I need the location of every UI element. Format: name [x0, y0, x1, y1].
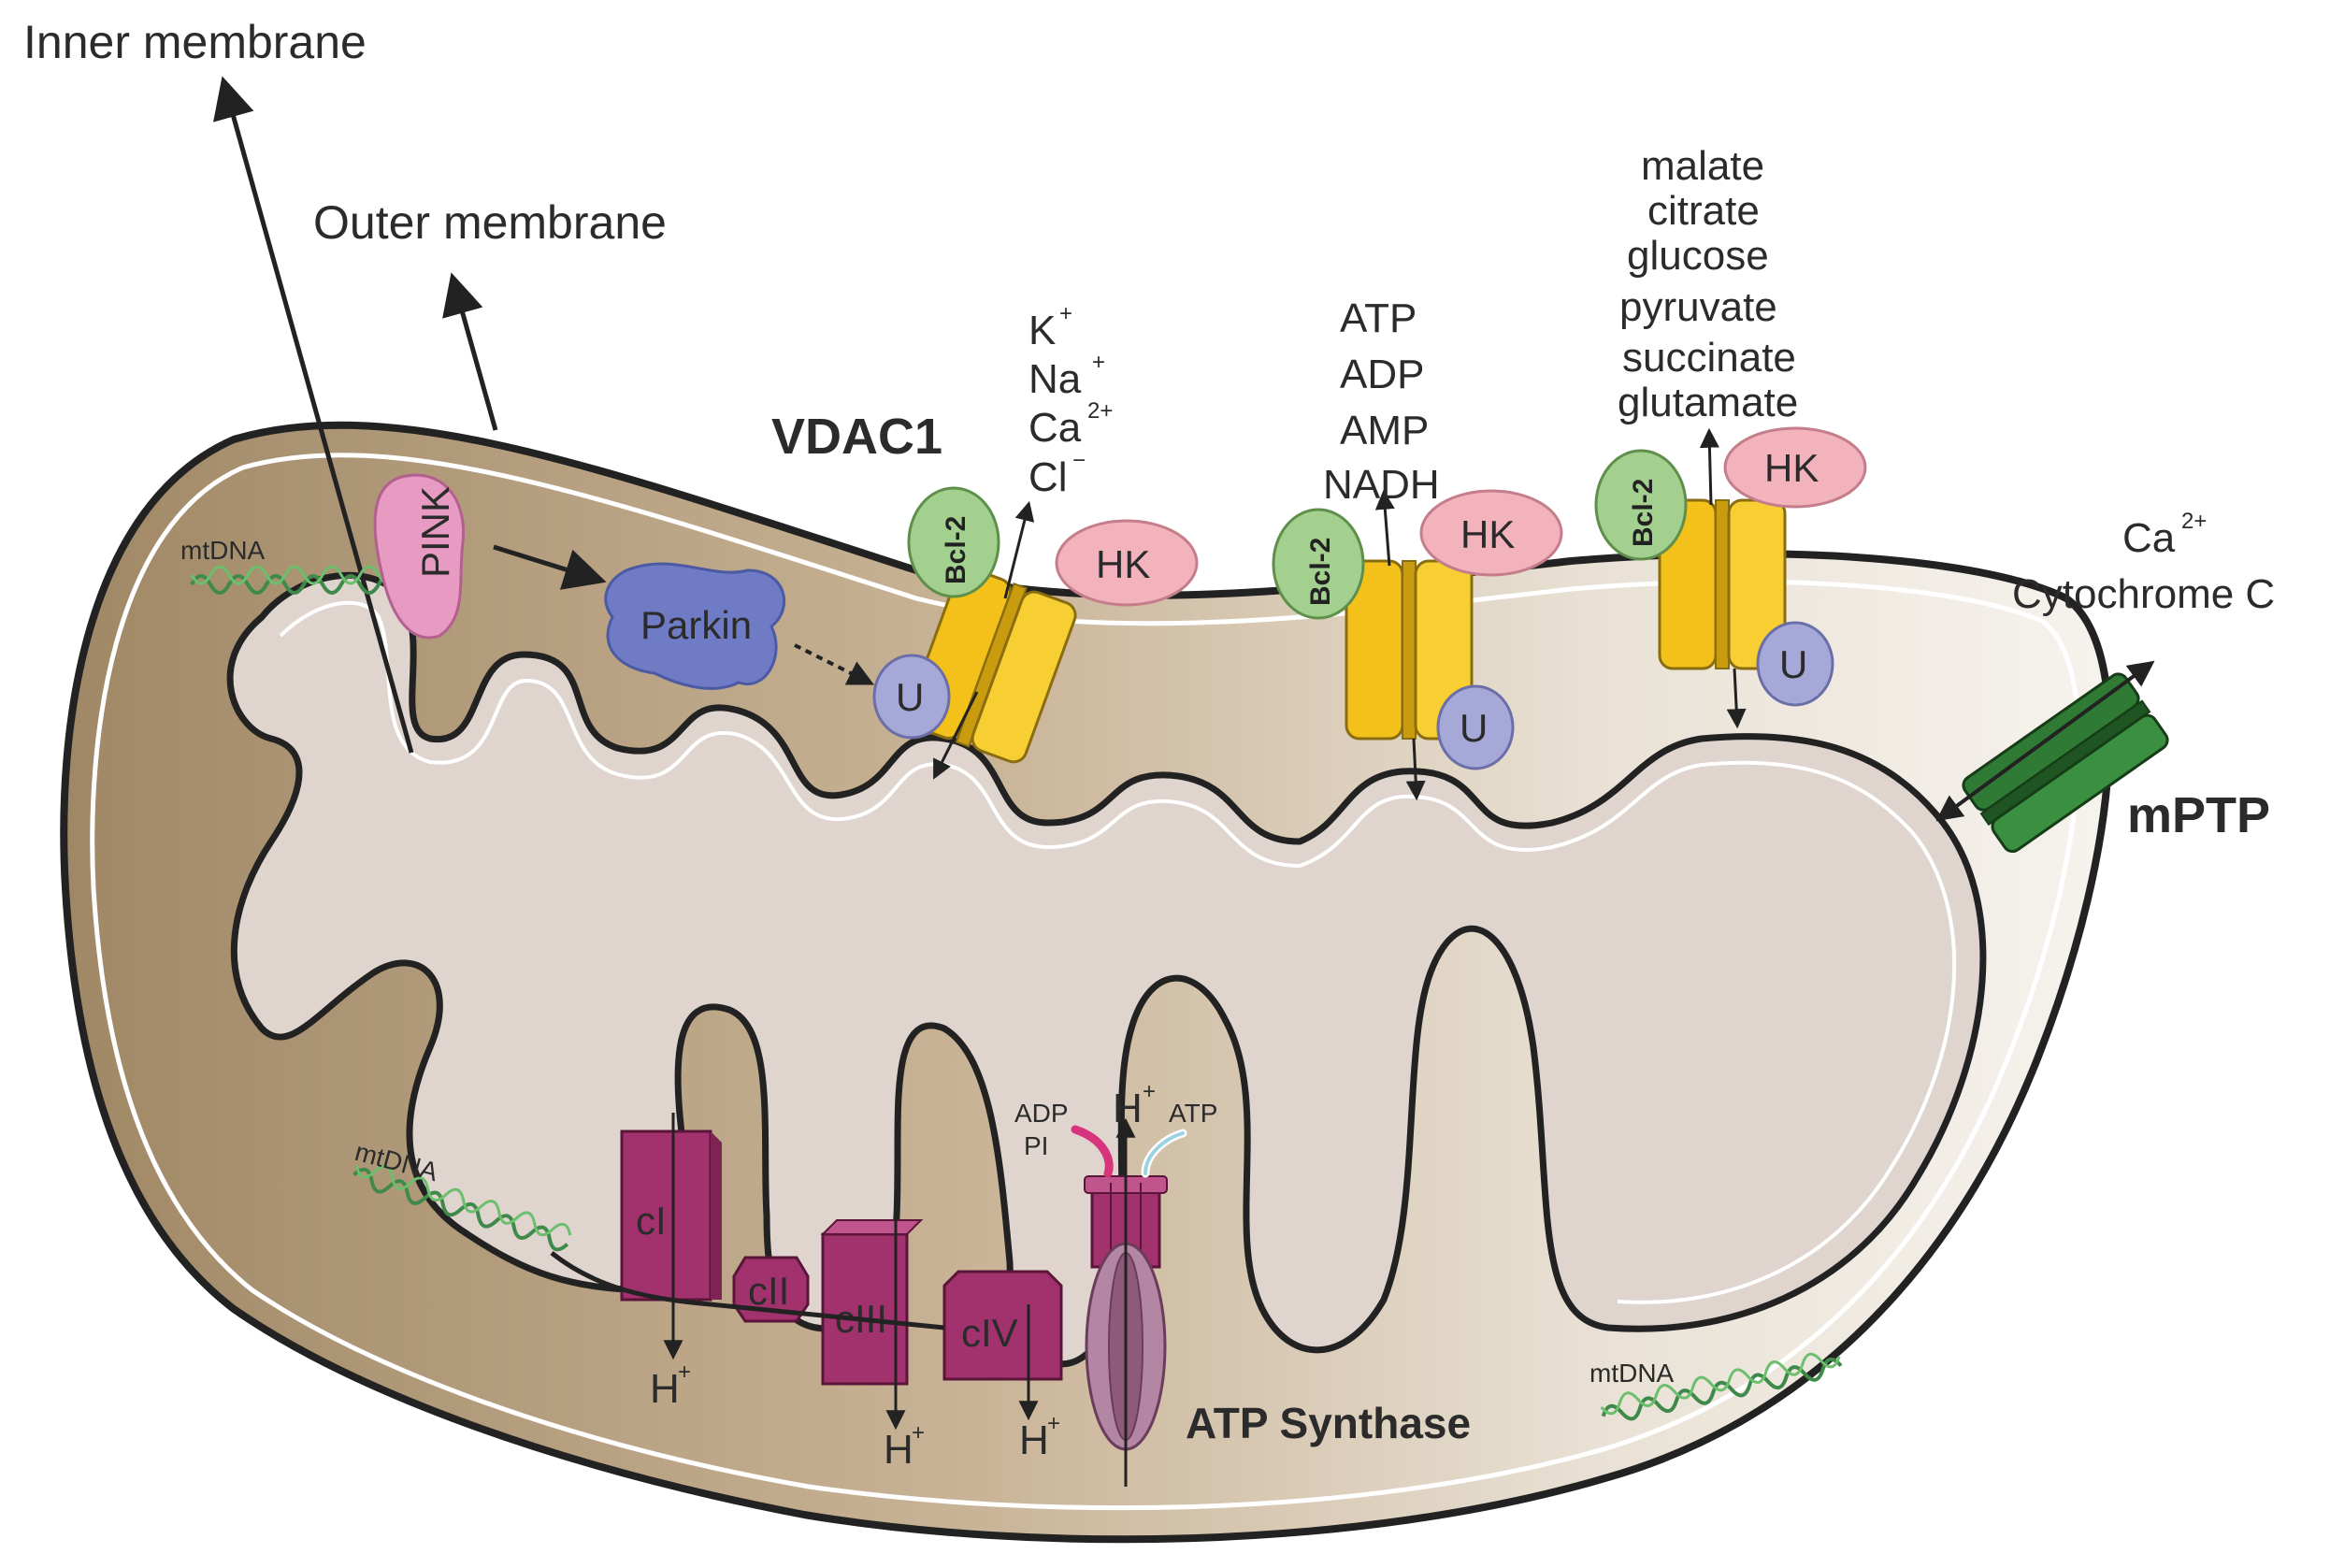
mtdna-top-left: mtDNA — [180, 536, 399, 595]
svg-text:ADP: ADP — [1014, 1099, 1069, 1128]
svg-text:Ca: Ca — [1028, 405, 1082, 451]
svg-text:citrate: citrate — [1647, 188, 1760, 234]
vdac1-complex-2: Bcl-2 HK U — [1272, 489, 1563, 801]
svg-text:K: K — [1028, 308, 1056, 353]
complex-i: cI H + — [620, 1113, 722, 1412]
svg-text:malate: malate — [1641, 143, 1764, 189]
complex-ii: cII — [732, 1256, 810, 1323]
mtdna-label-3: mtDNA — [1589, 1359, 1675, 1388]
svg-text:ATP: ATP — [1169, 1099, 1217, 1128]
svg-text:−: − — [1072, 448, 1086, 473]
pink-protein: PINK — [373, 473, 466, 640]
cristae-inner-line — [279, 600, 1957, 1304]
svg-text:ADP: ADP — [1340, 352, 1424, 397]
vdac1-label: VDAC1 — [771, 409, 942, 465]
bcl2-label-3: Bcl-2 — [1628, 479, 1659, 547]
svg-text:Cytochrome C: Cytochrome C — [2012, 571, 2275, 617]
svg-text:PI: PI — [1024, 1131, 1048, 1160]
svg-text:ATP: ATP — [1340, 295, 1417, 341]
svg-text:2+: 2+ — [2181, 509, 2207, 534]
metabolite-list: malate citrate glucose pyruvate succinat… — [1618, 143, 1798, 425]
ion-list: K + Na + Ca 2+ Cl − — [1028, 301, 1113, 500]
pink-label: PINK — [413, 486, 457, 578]
parkin-protein: Parkin — [604, 562, 786, 690]
civ-label: cIV — [961, 1311, 1018, 1355]
svg-text:H: H — [1113, 1086, 1143, 1131]
inner-membrane-arrow — [213, 76, 414, 754]
svg-text:glucose: glucose — [1627, 233, 1769, 279]
u-label-3: U — [1779, 642, 1807, 686]
inner-membrane-label: Inner membrane — [23, 16, 367, 68]
vdac1-complex-1: Bcl-2 HK U — [872, 486, 1199, 780]
svg-text:NADH: NADH — [1323, 462, 1440, 508]
complex-iii: cIII H + — [820, 1206, 925, 1473]
svg-text:2+: 2+ — [1087, 398, 1113, 424]
vdac1-complex-3: Bcl-2 HK U — [1594, 426, 1867, 729]
mptp-release-list: Ca 2+ Cytochrome C — [2012, 509, 2275, 617]
svg-text:Na: Na — [1028, 356, 1082, 402]
hk-label-1: HK — [1096, 542, 1150, 586]
svg-text:H: H — [884, 1427, 913, 1473]
mtdna-label-1: mtDNA — [180, 536, 266, 565]
u-label-1: U — [896, 675, 924, 719]
mtdna-bottom-right — [1600, 1352, 1843, 1421]
svg-text:+: + — [1047, 1411, 1060, 1436]
bcl2-label-2: Bcl-2 — [1305, 538, 1336, 606]
svg-text:H: H — [650, 1366, 680, 1412]
svg-text:AMP: AMP — [1340, 408, 1429, 453]
svg-text:+: + — [678, 1359, 691, 1385]
svg-text:pyruvate: pyruvate — [1619, 284, 1777, 330]
svg-text:+: + — [1059, 301, 1072, 326]
svg-text:+: + — [1143, 1079, 1156, 1104]
mptp-label: mPTP — [2127, 787, 2270, 843]
mptp-arrow — [1935, 660, 2155, 822]
svg-text:+: + — [1092, 350, 1105, 375]
bcl2-label-1: Bcl-2 — [941, 516, 971, 584]
svg-text:+: + — [912, 1420, 925, 1446]
nucleotide-list: ATP ADP AMP NADH — [1323, 295, 1440, 508]
atp-synthase: ADP PI ATP H + — [1014, 1079, 1217, 1487]
mtdna-bottom-left — [352, 1164, 572, 1252]
svg-text:succinate: succinate — [1622, 335, 1796, 381]
parkin-label: Parkin — [640, 603, 752, 647]
outer-membrane-label: Outer membrane — [313, 196, 667, 249]
u-label-2: U — [1460, 706, 1488, 750]
cii-label: cII — [748, 1269, 789, 1313]
hk-label-2: HK — [1460, 512, 1515, 556]
atp-synthase-label: ATP Synthase — [1186, 1399, 1471, 1447]
svg-text:Ca: Ca — [2122, 515, 2176, 561]
etc-membrane-segment — [550, 1251, 945, 1331]
outer-membrane-arrow — [442, 272, 498, 431]
svg-text:H: H — [1019, 1417, 1049, 1463]
hk-label-3: HK — [1764, 446, 1819, 490]
parkin-to-u-dotted-arrow — [794, 643, 875, 685]
svg-text:Cl: Cl — [1028, 454, 1068, 500]
complex-iv: cIV H + — [942, 1270, 1063, 1463]
pink-to-parkin-arrow — [493, 544, 607, 590]
ci-label: cI — [636, 1199, 667, 1243]
intermembrane-line — [90, 453, 2081, 1511]
svg-text:glutamate: glutamate — [1618, 380, 1798, 425]
